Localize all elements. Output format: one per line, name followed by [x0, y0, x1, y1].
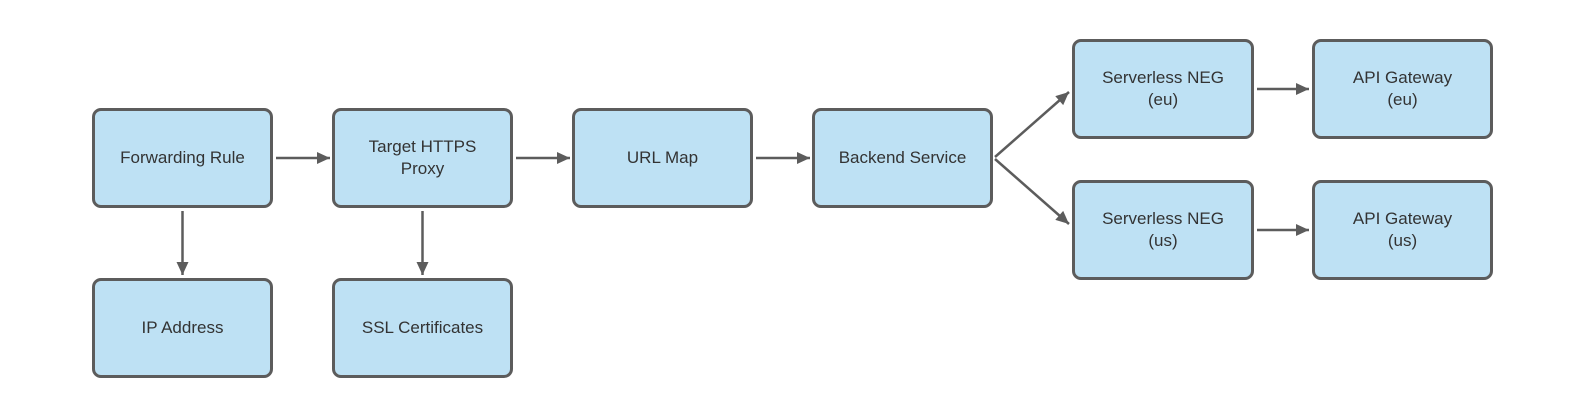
node-ssl-certificates: SSL Certificates — [332, 278, 513, 378]
edge-backend-service-to-serverless-neg-eu — [994, 91, 1070, 158]
node-forwarding-rule: Forwarding Rule — [92, 108, 273, 208]
node-url-map: URL Map — [572, 108, 753, 208]
node-api-gateway-eu: API Gateway (eu) — [1312, 39, 1493, 139]
node-ip-address: IP Address — [92, 278, 273, 378]
node-backend-service: Backend Service — [812, 108, 993, 208]
node-api-gateway-us: API Gateway (us) — [1312, 180, 1493, 280]
node-serverless-neg-us: Serverless NEG (us) — [1072, 180, 1254, 280]
edge-backend-service-to-serverless-neg-us — [994, 158, 1070, 225]
node-serverless-neg-eu: Serverless NEG (eu) — [1072, 39, 1254, 139]
node-target-https-proxy: Target HTTPS Proxy — [332, 108, 513, 208]
